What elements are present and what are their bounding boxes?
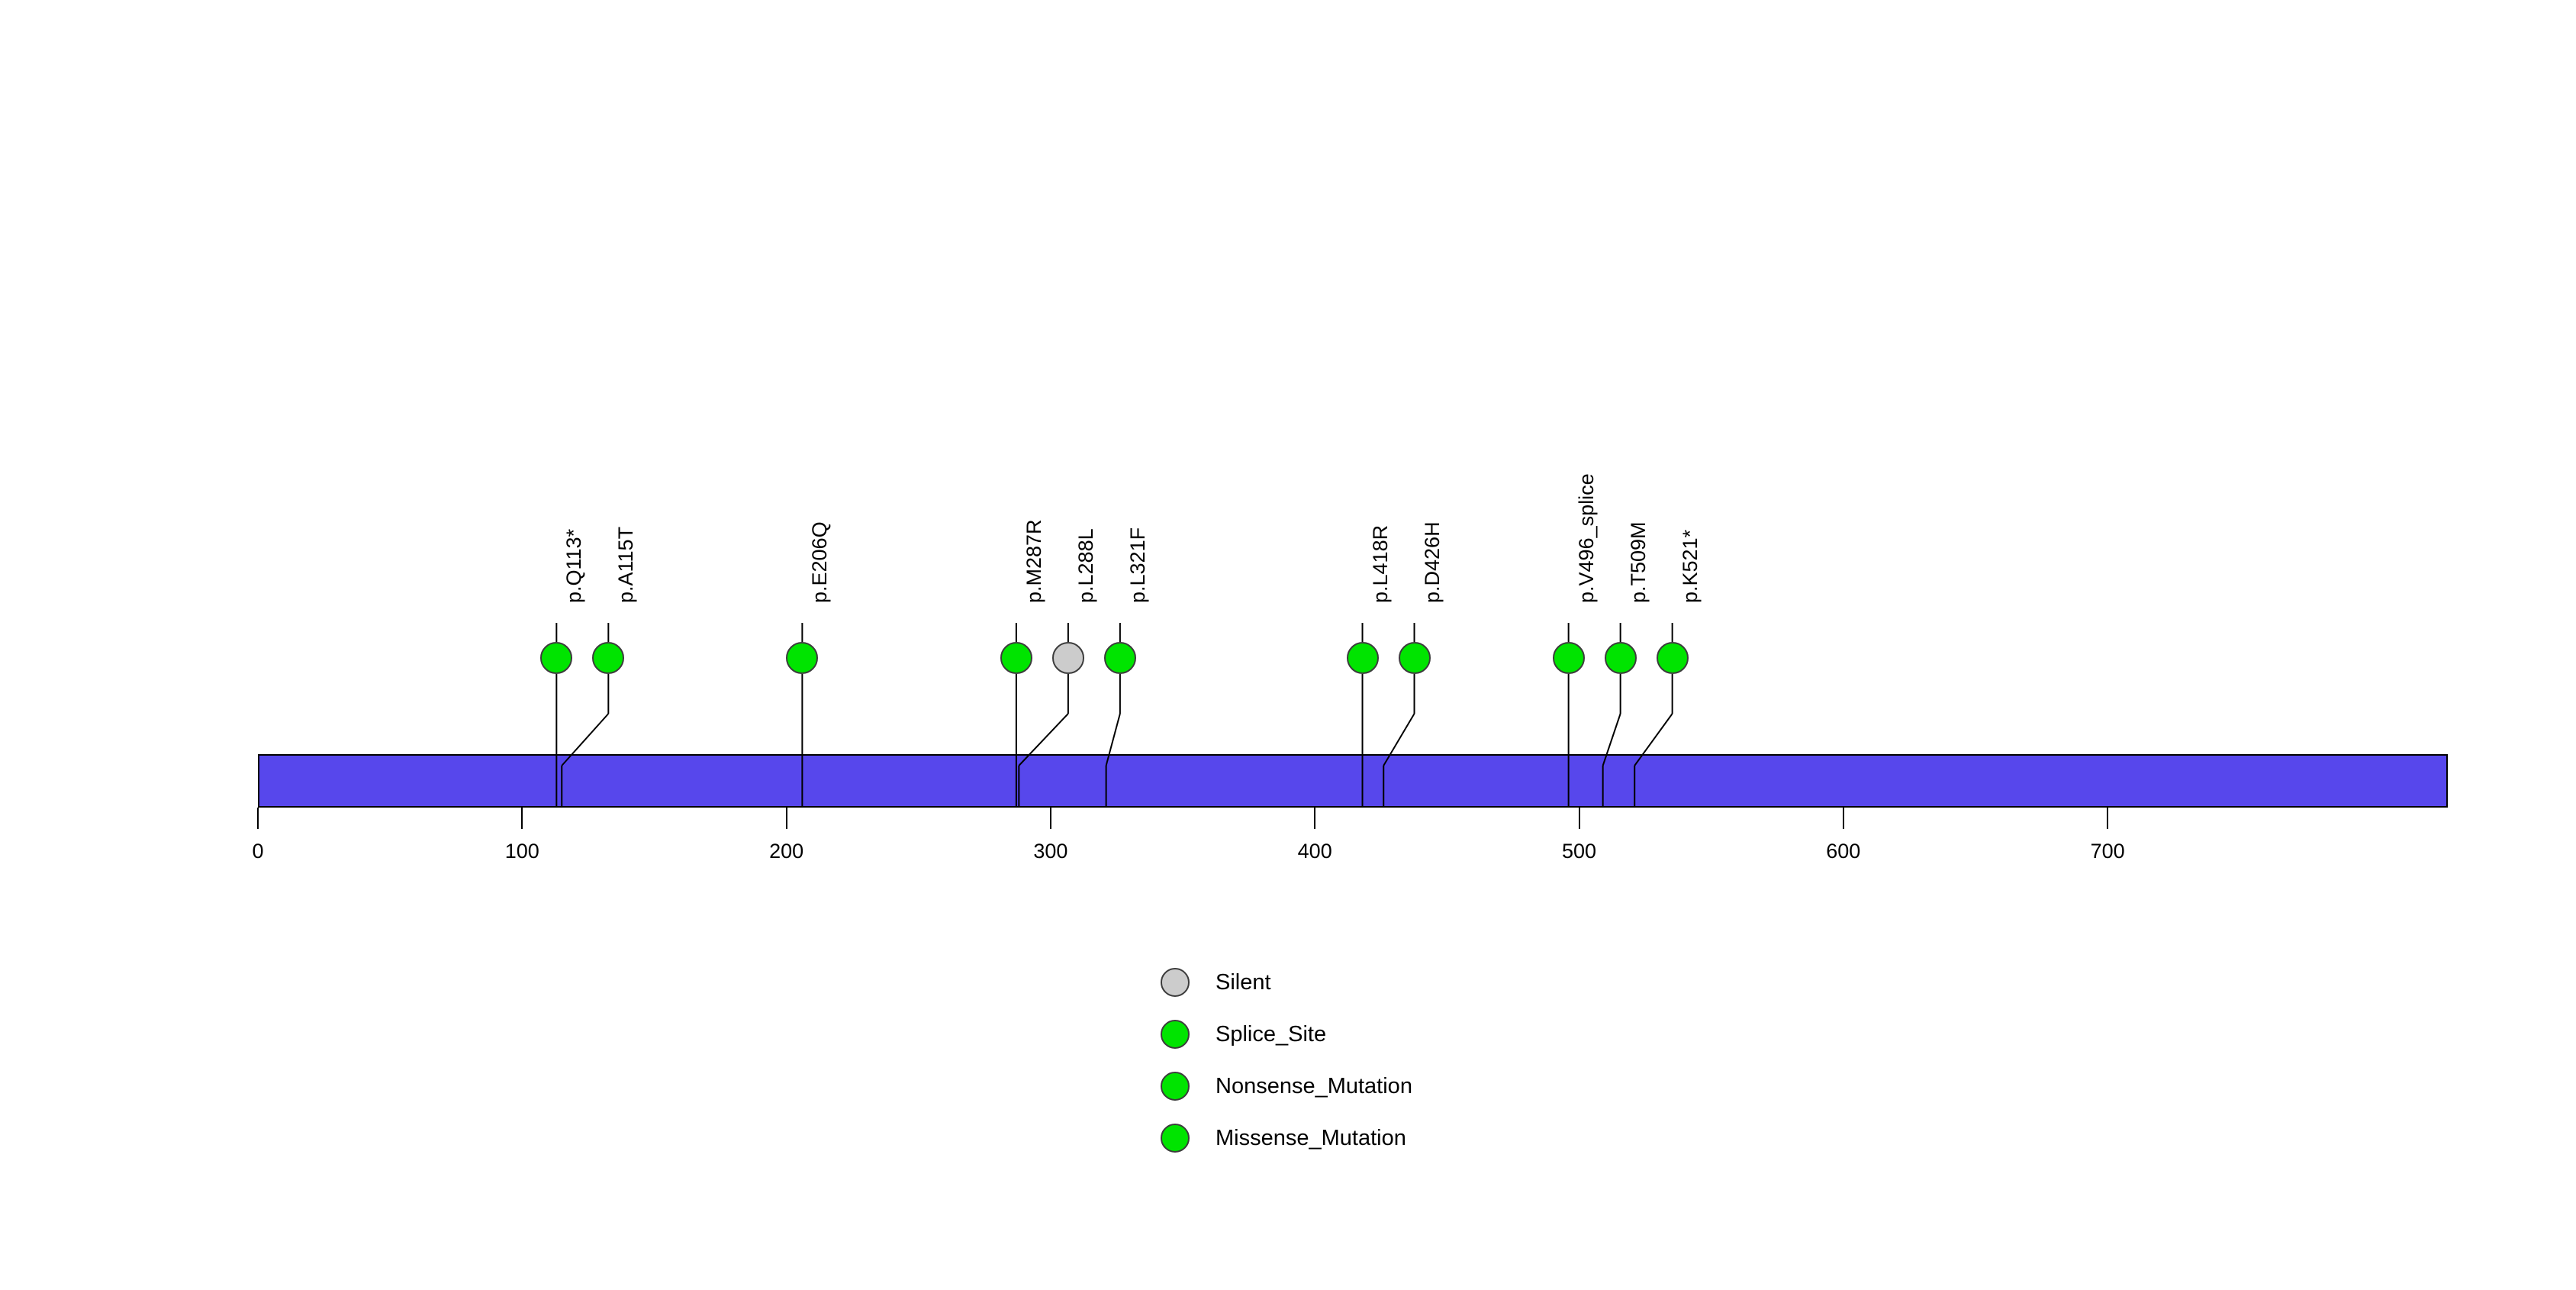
lollipop-label: p.L288L bbox=[1074, 528, 1097, 603]
lollipop-label: p.A115T bbox=[614, 526, 638, 603]
lollipop-marker[interactable] bbox=[1398, 642, 1431, 674]
x-axis-tick-label: 600 bbox=[1826, 840, 1861, 863]
lollipop-label: p.M287R bbox=[1022, 519, 1045, 603]
legend-item[interactable]: Splice_Site bbox=[1161, 1020, 1326, 1049]
x-axis-tick-label: 700 bbox=[2090, 840, 2125, 863]
lollipop-label: p.K521* bbox=[1678, 529, 1702, 603]
x-axis-tick bbox=[1578, 808, 1580, 829]
lollipop-label: p.L418R bbox=[1368, 524, 1392, 603]
lollipop-label: p.T509M bbox=[1626, 521, 1650, 603]
lollipop-label: p.Q113* bbox=[562, 528, 586, 603]
lollipop-marker[interactable] bbox=[540, 642, 573, 674]
protein-backbone-bar bbox=[258, 754, 2448, 808]
lollipop-label: p.E206Q bbox=[808, 521, 832, 603]
lollipop-marker[interactable] bbox=[1103, 642, 1136, 674]
legend-color-dot bbox=[1161, 1020, 1190, 1049]
x-axis-tick-label: 100 bbox=[504, 840, 539, 863]
legend-label: Nonsense_Mutation bbox=[1216, 1073, 1412, 1098]
lollipop-marker[interactable] bbox=[1552, 642, 1585, 674]
legend-color-dot bbox=[1161, 968, 1190, 997]
x-axis-tick bbox=[1842, 808, 1844, 829]
x-axis-tick bbox=[521, 808, 523, 829]
legend-label: Missense_Mutation bbox=[1216, 1125, 1406, 1150]
lollipop-label: p.D426H bbox=[1420, 521, 1444, 603]
x-axis-tick-label: 500 bbox=[1561, 840, 1597, 863]
x-axis-tick bbox=[785, 808, 787, 829]
x-axis-tick bbox=[1314, 808, 1316, 829]
legend-item[interactable]: Silent bbox=[1161, 968, 1271, 997]
lollipop-marker[interactable] bbox=[1000, 642, 1032, 674]
x-axis-tick bbox=[257, 808, 259, 829]
lollipop-marker[interactable] bbox=[1604, 642, 1637, 674]
legend-item[interactable]: Missense_Mutation bbox=[1161, 1124, 1406, 1153]
lollipop-marker[interactable] bbox=[1656, 642, 1689, 674]
x-axis-tick-label: 200 bbox=[769, 840, 804, 863]
lollipop-marker[interactable] bbox=[1051, 642, 1084, 674]
lollipop-marker[interactable] bbox=[1346, 642, 1379, 674]
legend-label: Silent bbox=[1216, 969, 1271, 995]
x-axis-tick-label: 0 bbox=[252, 840, 264, 863]
x-axis-tick bbox=[1049, 808, 1051, 829]
x-axis-tick-label: 300 bbox=[1033, 840, 1068, 863]
legend-color-dot bbox=[1161, 1124, 1190, 1153]
legend-color-dot bbox=[1161, 1072, 1190, 1101]
lollipop-label: p.V496_splice bbox=[1574, 473, 1598, 603]
lollipop-label: p.L321F bbox=[1125, 527, 1149, 603]
legend-label: Splice_Site bbox=[1216, 1021, 1327, 1047]
lollipop-marker[interactable] bbox=[592, 642, 625, 674]
legend-item[interactable]: Nonsense_Mutation bbox=[1161, 1072, 1412, 1101]
lollipop-marker[interactable] bbox=[786, 642, 819, 674]
x-axis-tick bbox=[2107, 808, 2109, 829]
x-axis-tick-label: 400 bbox=[1297, 840, 1332, 863]
